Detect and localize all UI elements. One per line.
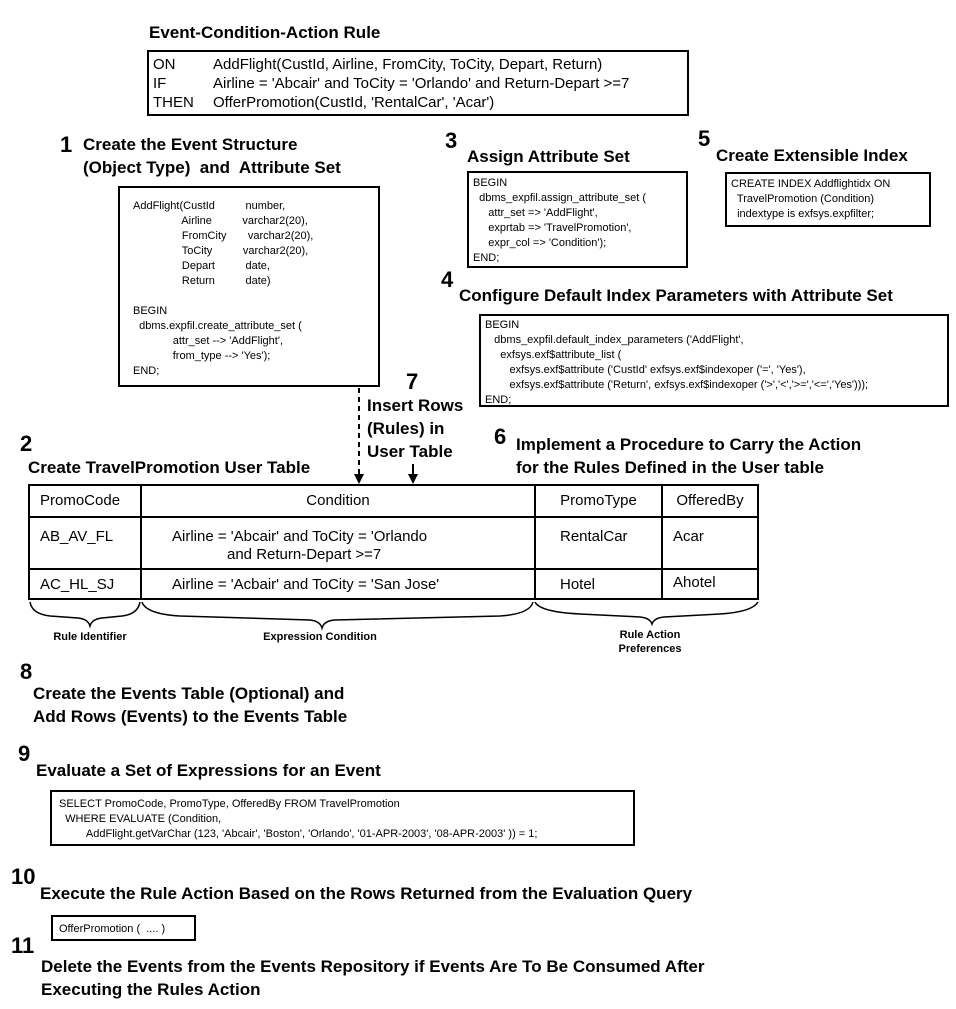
- table-cell: Ahotel: [661, 568, 759, 600]
- step-5-code-box: CREATE INDEX Addflightidx ON TravelPromo…: [725, 172, 931, 227]
- eca-text: Airline = 'Abcair' and ToCity = 'Orlando…: [213, 75, 630, 92]
- travel-promotion-table: PromoCode Condition PromoType OfferedBy …: [28, 484, 759, 600]
- table-cell: Airline = 'Abcair' and ToCity = 'Orlando…: [140, 516, 536, 570]
- header-promotype: PromoType: [560, 492, 637, 509]
- step-2-title: Create TravelPromotion User Table: [28, 458, 311, 477]
- step-11-number: 11: [11, 933, 35, 958]
- step-10-code-box: OfferPromotion ( .... ): [51, 915, 196, 941]
- step-10-code: OfferPromotion ( .... ): [59, 923, 166, 935]
- table-header-row: PromoCode Condition PromoType OfferedBy: [28, 484, 759, 518]
- arrow-head-icon: [408, 474, 418, 484]
- step-1-code: AddFlight(CustId number, Airline varchar…: [133, 200, 314, 377]
- step-3-code: BEGIN dbms_expfil.assign_attribute_set (…: [473, 177, 647, 264]
- rule-identifier-label: Rule Identifier: [53, 631, 127, 643]
- step-3-title: Assign Attribute Set: [467, 147, 630, 166]
- eca-keyword: ON: [153, 56, 176, 73]
- header-condition: Condition: [306, 492, 370, 509]
- step-9-code: SELECT PromoCode, PromoType, OfferedBy F…: [59, 798, 538, 840]
- cell-offered-by: Ahotel: [673, 574, 716, 591]
- cell-promo-code: AB_AV_FL: [40, 528, 114, 545]
- rule-action-brace: [534, 601, 759, 627]
- step-1-code-box: AddFlight(CustId number, Airline varchar…: [118, 186, 380, 387]
- step-9-code-box: SELECT PromoCode, PromoType, OfferedBy F…: [50, 790, 635, 846]
- cell-promo-type: RentalCar: [560, 528, 628, 545]
- step-7-title: Insert Rows (Rules) in User Table: [367, 396, 464, 461]
- table-cell: Airline = 'Acbair' and ToCity = 'San Jos…: [140, 568, 536, 600]
- header-promocode: PromoCode: [40, 492, 121, 509]
- header-cell: Condition: [140, 484, 536, 518]
- step-3-code-box: BEGIN dbms_expfil.assign_attribute_set (…: [467, 171, 688, 268]
- step-11-title: Delete the Events from the Events Reposi…: [41, 957, 705, 999]
- step-5-code: CREATE INDEX Addflightidx ON TravelPromo…: [731, 178, 891, 220]
- step-9-number: 9: [18, 741, 31, 766]
- step-7-number: 7: [406, 369, 419, 394]
- header-cell: PromoCode: [28, 484, 142, 518]
- step-4-code-box: BEGIN dbms_expfil.default_index_paramete…: [479, 314, 949, 407]
- cell-promo-type: Hotel: [560, 576, 596, 593]
- table-cell: RentalCar: [534, 516, 663, 570]
- expression-condition-brace: [141, 601, 534, 631]
- step-9-title: Evaluate a Set of Expressions for an Eve…: [36, 761, 381, 780]
- header-cell: OfferedBy: [661, 484, 759, 518]
- step-5-number: 5: [698, 126, 711, 151]
- step-8-title: Create the Events Table (Optional) and A…: [33, 684, 348, 726]
- step-2-number: 2: [20, 431, 33, 456]
- table-row: AB_AV_FL Airline = 'Abcair' and ToCity =…: [28, 516, 759, 570]
- table-cell: AC_HL_SJ: [28, 568, 142, 600]
- step-3-number: 3: [445, 128, 458, 153]
- header-cell: PromoType: [534, 484, 663, 518]
- table-row: AC_HL_SJ Airline = 'Acbair' and ToCity =…: [28, 568, 759, 600]
- cell-condition-line: Airline = 'Abcair' and ToCity = 'Orlando: [172, 528, 428, 545]
- cell-condition-line: and Return-Depart >=7: [227, 546, 382, 563]
- eca-then-row: THEN OfferPromotion(CustId, 'RentalCar', …: [153, 93, 687, 112]
- step-6-number: 6: [494, 424, 507, 449]
- table-cell: Acar: [661, 516, 759, 570]
- eca-keyword: THEN: [153, 94, 194, 111]
- cell-promo-code: AC_HL_SJ: [40, 576, 115, 593]
- eca-text: OfferPromotion(CustId, 'RentalCar', 'Aca…: [213, 94, 495, 111]
- rule-identifier-brace: [29, 601, 141, 629]
- eca-rule-box: ON AddFlight(CustId, Airline, FromCity, T…: [147, 50, 689, 116]
- step-4-title: Configure Default Index Parameters with …: [459, 286, 893, 305]
- step-1-title: Create the Event Structure (Object Type)…: [83, 135, 341, 177]
- eca-if-row: IF Airline = 'Abcair' and ToCity = 'Orlan…: [153, 74, 687, 93]
- step-10-title: Execute the Rule Action Based on the Row…: [40, 884, 693, 903]
- step-6-title: Implement a Procedure to Carry the Actio…: [516, 435, 862, 477]
- step-5-title: Create Extensible Index: [716, 146, 908, 165]
- step-8-number: 8: [20, 659, 33, 684]
- eca-keyword: IF: [153, 75, 167, 92]
- rule-action-preferences-label: Rule Action Preferences: [618, 629, 682, 655]
- step-4-code: BEGIN dbms_expfil.default_index_paramete…: [485, 319, 869, 406]
- expression-condition-label: Expression Condition: [263, 631, 377, 643]
- eca-on-row: ON AddFlight(CustId, Airline, FromCity, T…: [153, 55, 687, 74]
- eca-title: Event-Condition-Action Rule: [149, 23, 381, 42]
- cell-condition-line: Airline = 'Acbair' and ToCity = 'San Jos…: [172, 576, 440, 593]
- header-offeredby: OfferedBy: [676, 492, 744, 509]
- arrow-head-icon: [354, 474, 364, 484]
- table-cell: AB_AV_FL: [28, 516, 142, 570]
- step-4-number: 4: [441, 267, 454, 292]
- step-1-number: 1: [60, 132, 73, 157]
- cell-offered-by: Acar: [673, 528, 704, 545]
- eca-text: AddFlight(CustId, Airline, FromCity, ToC…: [213, 56, 603, 73]
- table-cell: Hotel: [534, 568, 663, 600]
- step-10-number: 10: [11, 864, 36, 889]
